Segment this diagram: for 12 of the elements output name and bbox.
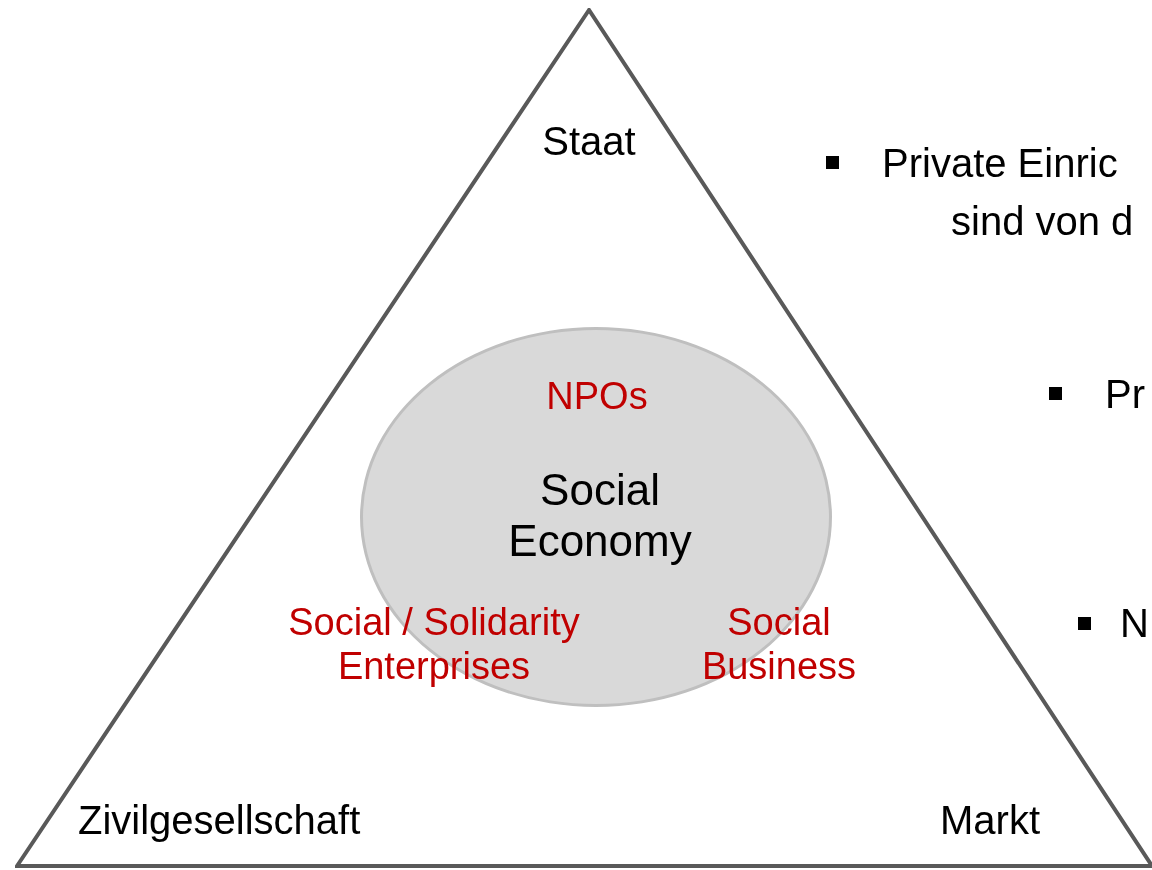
corner-label: Staat: [542, 118, 636, 164]
corner-label: Markt: [940, 797, 1040, 843]
bullet-text: N: [1120, 600, 1149, 646]
sector-label: Social / Solidarity Enterprises: [287, 601, 581, 689]
bullet-text: Private Einric: [882, 140, 1118, 186]
sector-label: Social Business: [700, 601, 858, 689]
triangle-diagram: [15, 8, 1152, 870]
corner-label: Zivilgesellschaft: [78, 797, 361, 843]
ellipse-label: NPOs: [546, 375, 648, 419]
ellipse-title: Social Economy: [507, 465, 693, 567]
bullet-text: sind von d: [951, 198, 1134, 244]
bullet-text: Pr: [1105, 371, 1145, 417]
